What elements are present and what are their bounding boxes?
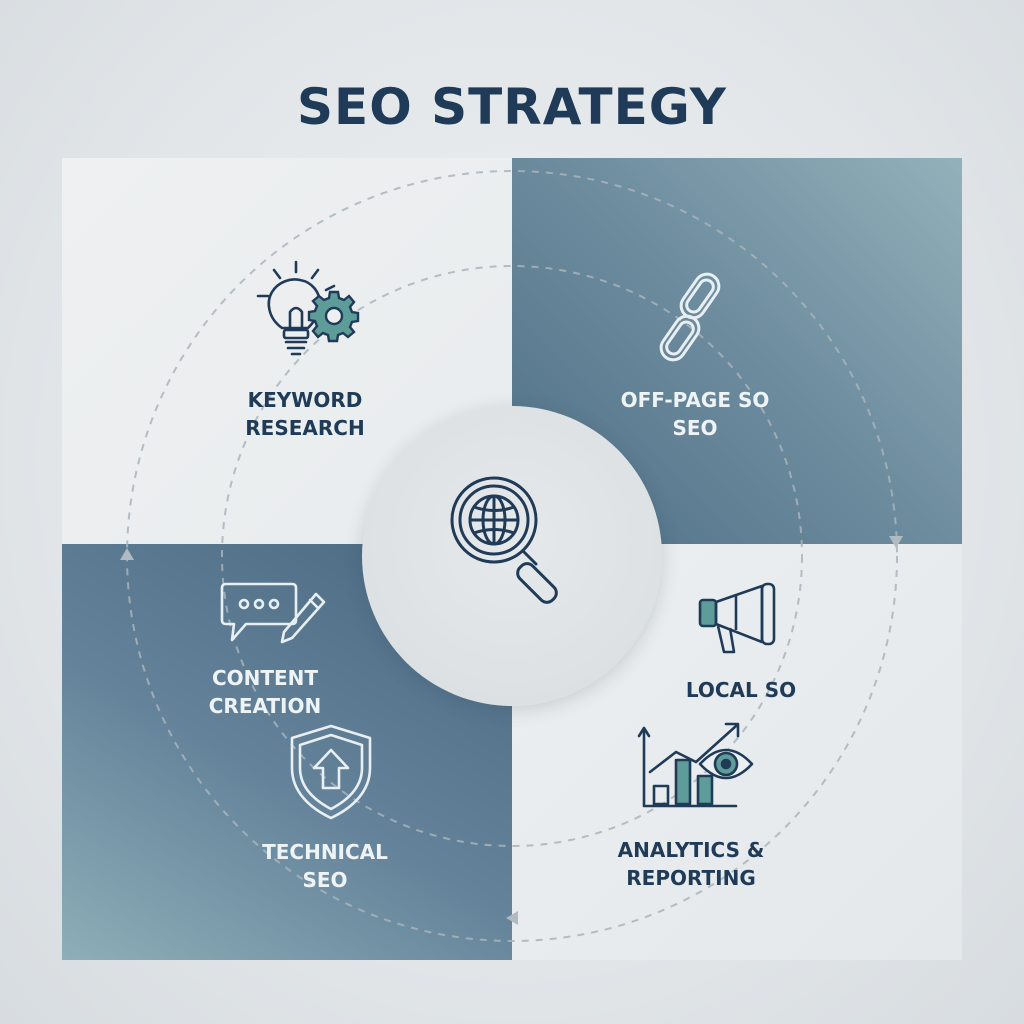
gear-icon: [307, 290, 360, 343]
ring-arrow-bottom: [506, 911, 518, 925]
ring-arrow-right: [889, 536, 903, 548]
shield-arrow-icon: [290, 724, 372, 820]
inner-dashed-ring: [221, 265, 803, 847]
chart-eye-icon: [637, 722, 754, 808]
center-hub: [362, 406, 662, 706]
label-local-seo: LOCAL SO: [685, 678, 797, 702]
ring-arrow-left: [120, 548, 134, 560]
lightbulb-gear-icon: [256, 260, 360, 356]
megaphone-icon: [698, 582, 776, 654]
globe-magnifier-icon: [450, 476, 558, 604]
page-title: SEO STRATEGY: [297, 78, 727, 136]
chat-pencil-icon: [220, 582, 326, 644]
label-analytics-reporting: ANALYTICS &REPORTING: [617, 838, 765, 890]
chain-link-icon: [659, 272, 721, 362]
